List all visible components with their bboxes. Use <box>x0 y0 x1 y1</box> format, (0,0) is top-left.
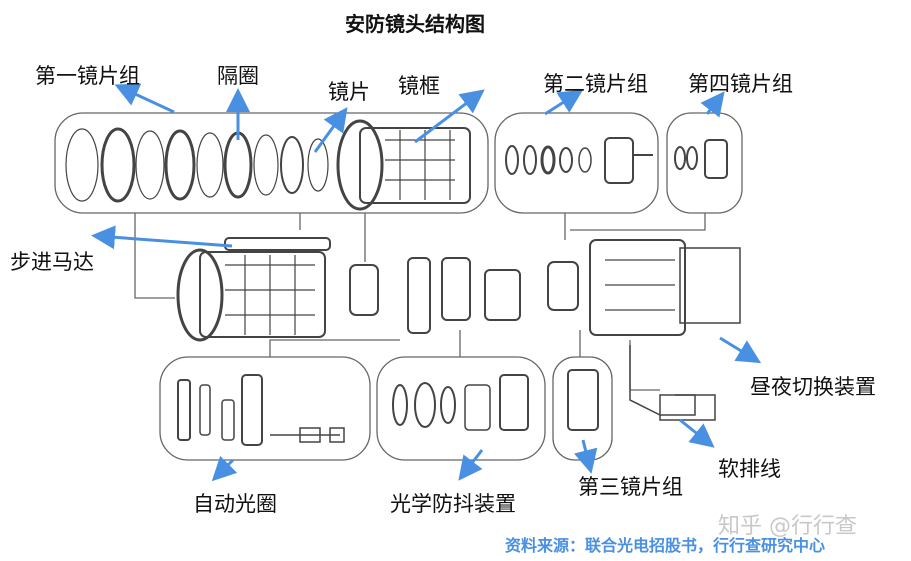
label-flex-cable: 软排线 <box>718 457 781 481</box>
label-auto-iris: 自动光圈 <box>193 492 277 516</box>
diagram-title: 安防镜头结构图 <box>345 12 485 36</box>
label-spacer: 隔圈 <box>217 64 259 88</box>
label-day-night-switch: 昼夜切换装置 <box>750 375 876 399</box>
lens-group-3-box <box>552 356 613 461</box>
label-lens-group-4: 第四镜片组 <box>688 72 793 96</box>
auto-iris-box <box>159 356 371 461</box>
label-lens-frame: 镜框 <box>398 74 440 98</box>
label-stepper-motor: 步进马达 <box>10 250 94 274</box>
label-lens-group-1: 第一镜片组 <box>35 64 140 88</box>
stabilizer-box <box>376 356 546 461</box>
label-lens-group-2: 第二镜片组 <box>543 72 648 96</box>
label-lens: 镜片 <box>328 80 370 104</box>
lens-group-2-box <box>494 112 659 214</box>
label-image-stabilizer: 光学防抖装置 <box>390 492 516 516</box>
label-lens-group-3: 第三镜片组 <box>578 475 683 499</box>
lens-group-1-box <box>54 112 489 214</box>
watermark: 知乎 @行行查 <box>718 514 857 539</box>
source-note: 资料来源：联合光电招股书，行行查研究中心 <box>505 536 826 555</box>
